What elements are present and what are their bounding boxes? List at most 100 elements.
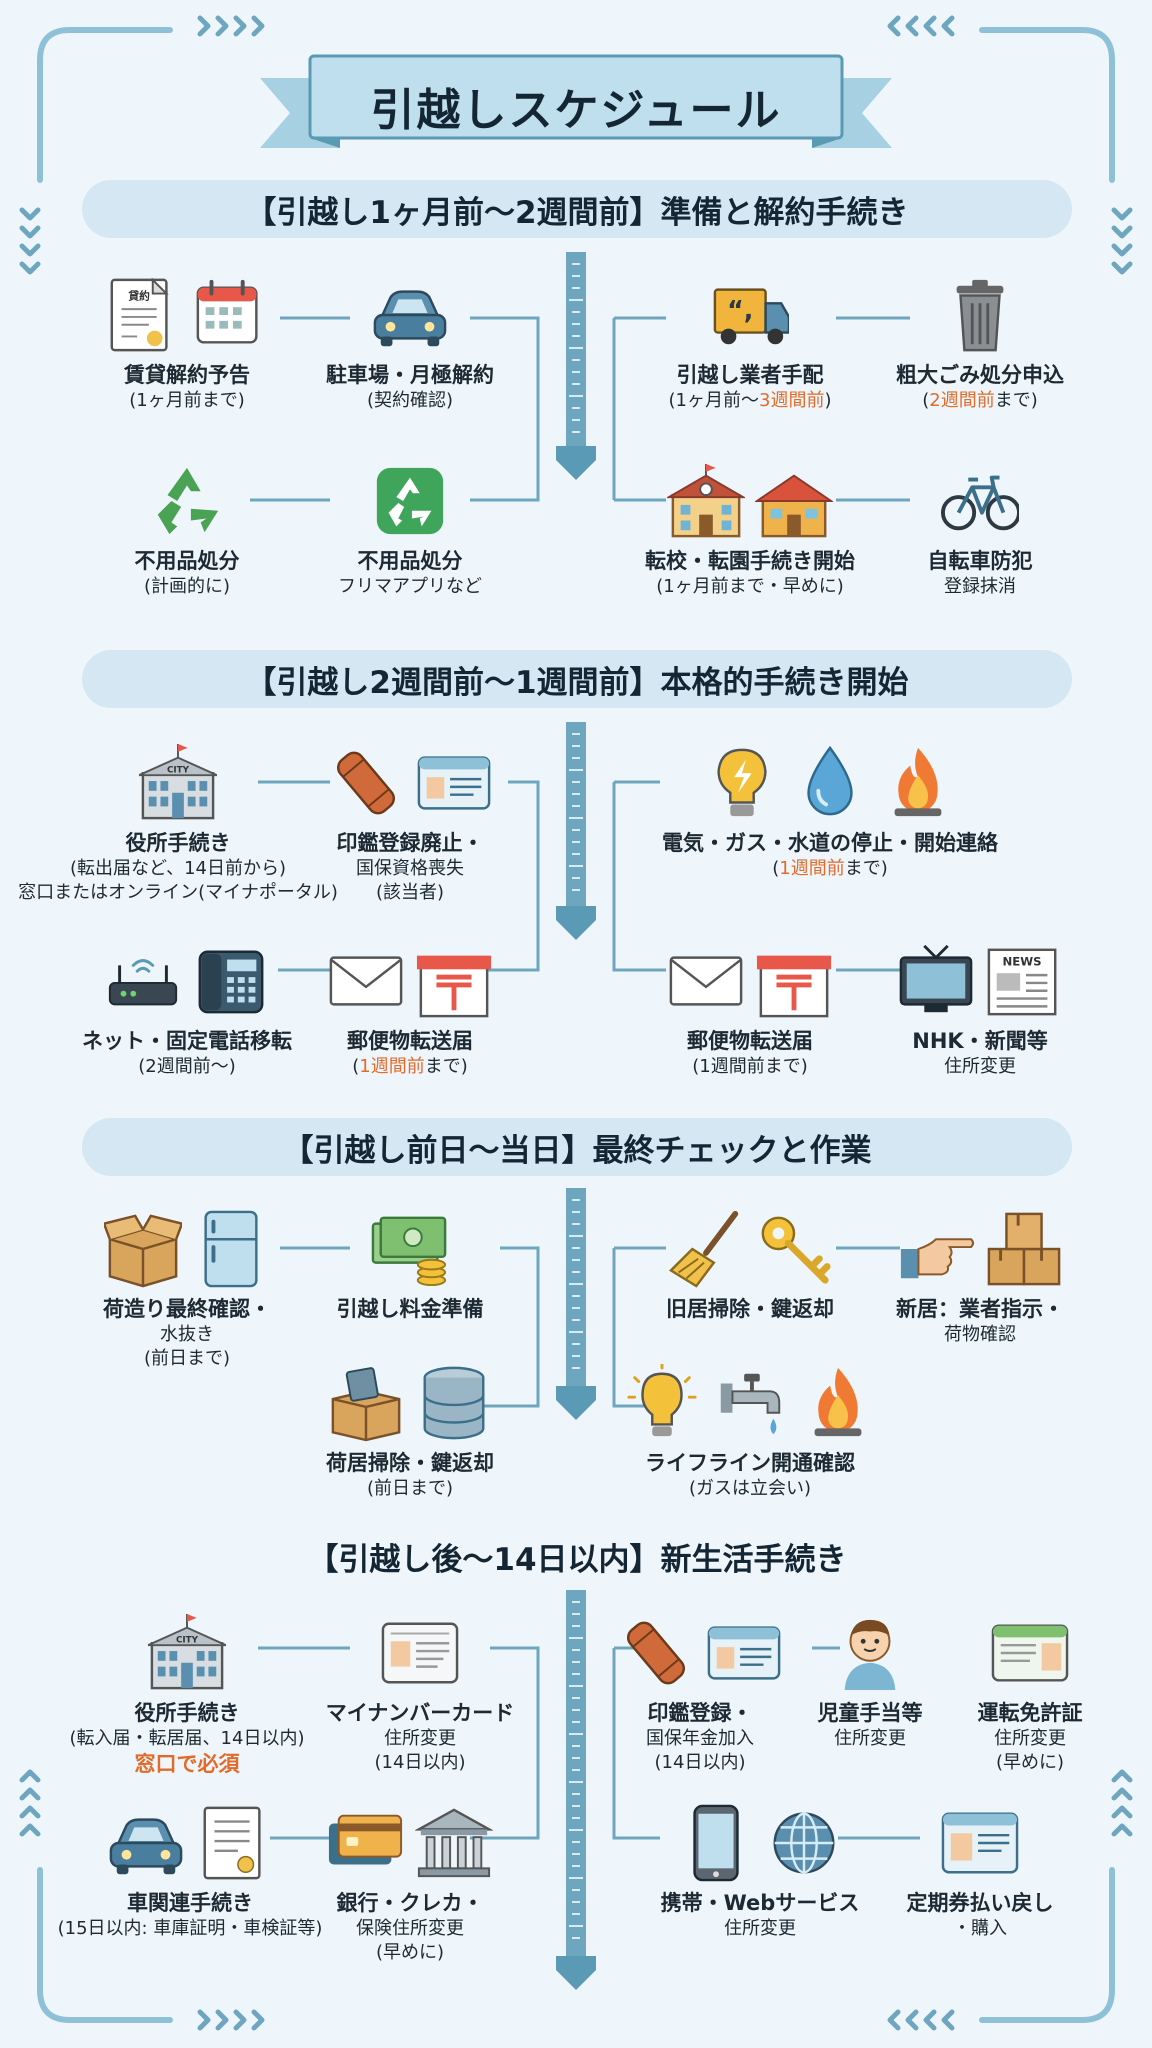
item-bulky-garbage: 粗大ごみ処分申込(2週間前まで) bbox=[850, 262, 1110, 413]
calendar-icon bbox=[196, 279, 258, 344]
item-bicycle-registration: 自転車防犯登録抹消 bbox=[850, 448, 1110, 599]
item-detail: (14日以内) bbox=[654, 1752, 746, 1773]
timeline-arrow-1 bbox=[556, 252, 596, 480]
item-label: 印鑑登録廃止・ bbox=[336, 831, 484, 855]
city-hall-icon: CITY bbox=[148, 1614, 226, 1690]
item-text: 印鑑登録・国保年金加入(14日以内) bbox=[646, 1700, 754, 1775]
item-text: 銀行・クレカ・保険住所変更(早めに) bbox=[337, 1890, 484, 1965]
car-icon bbox=[109, 1818, 183, 1875]
item-label: NHK・新聞等 bbox=[912, 1029, 1048, 1053]
item-detail: (該当者) bbox=[375, 882, 445, 903]
item-label: 不用品処分 bbox=[134, 549, 240, 573]
item-text: 引越し業者手配(1ヶ月前〜3週間前) bbox=[669, 362, 832, 413]
pointing-hand-icon bbox=[900, 1238, 975, 1279]
item-text: ライフライン開通確認(ガスは立会い) bbox=[645, 1450, 855, 1501]
water-drop-icon bbox=[807, 745, 853, 816]
item-label: 引越し料金準備 bbox=[336, 1297, 484, 1321]
item-my-number-card: マイナンバーカード住所変更(14日以内) bbox=[290, 1600, 550, 1775]
car-icon bbox=[373, 290, 447, 347]
section-heading-3: 【引越し前日〜当日】最終チェックと作業 bbox=[82, 1118, 1072, 1176]
item-detail: 窓口またはオンライン(マイナポータル) bbox=[18, 882, 338, 903]
item-mobile-web: 携帯・Webサービス住所変更 bbox=[630, 1790, 890, 1941]
item-detail: (1ヶ月前まで・早めに) bbox=[656, 576, 844, 597]
recycle-app-icon bbox=[376, 467, 444, 535]
item-label: 自転車防犯 bbox=[927, 549, 1033, 573]
item-label: 定期券払い戻し bbox=[906, 1891, 1054, 1915]
item-moving-fee: 引越し料金準備 bbox=[280, 1196, 540, 1323]
item-detail: (計画的に) bbox=[143, 576, 231, 597]
item-detail: 国保資格喪失 bbox=[356, 858, 464, 879]
item-text: 転校・転園手続き開始 (1ヶ月前まで・早めに) bbox=[645, 548, 855, 599]
section-heading-1: 【引越し1ヶ月前〜2週間前】準備と解約手続き bbox=[82, 180, 1072, 238]
smartphone-icon bbox=[693, 1804, 739, 1882]
broom-icon bbox=[668, 1210, 739, 1288]
refrigerator-icon bbox=[204, 1210, 258, 1288]
item-icons bbox=[667, 928, 833, 1020]
item-highlight: 1週間前 bbox=[779, 858, 845, 879]
item-icons: “, bbox=[711, 262, 789, 354]
item-label: 賃貸解約予告 bbox=[124, 363, 250, 387]
seal-stamp-icon bbox=[337, 751, 395, 815]
item-detail: (契約確認) bbox=[366, 390, 454, 411]
item-utilities-contact: 電気・ガス・水道の停止・開始連絡 (1週間前まで) bbox=[600, 730, 1060, 881]
item-icons bbox=[381, 1600, 459, 1692]
item-label: 旧居掃除・鍵返却 bbox=[666, 1297, 834, 1321]
item-text: 定期券払い戻し・購入 bbox=[907, 1890, 1054, 1941]
item-icons bbox=[371, 1196, 449, 1288]
my-number-card-icon bbox=[381, 1622, 459, 1684]
item-detail: 住所変更 bbox=[944, 1056, 1016, 1077]
timeline-arrow-3 bbox=[556, 1188, 596, 1420]
item-commuter-pass: 定期券払い戻し・購入 bbox=[850, 1790, 1110, 1941]
cash-coins-icon bbox=[371, 1216, 447, 1287]
item-bank-card-insurance: 銀行・クレカ・保険住所変更(早めに) bbox=[280, 1790, 540, 1965]
item-text: 運転免許証住所変更(早めに) bbox=[978, 1700, 1083, 1775]
item-detail: (早めに) bbox=[375, 1942, 445, 1963]
svg-text:CITY: CITY bbox=[167, 765, 190, 775]
storage-tank-icon bbox=[423, 1366, 485, 1440]
item-icons bbox=[941, 448, 1019, 540]
item-seal-pension: 印鑑登録・国保年金加入(14日以内) bbox=[600, 1600, 800, 1775]
contract-document-icon: 貸約 bbox=[110, 277, 169, 352]
item-detail: (1ヶ月前〜3週間前) bbox=[668, 390, 832, 411]
item-mail-forwarding-1: 郵便物転送届(1週間前まで) bbox=[280, 928, 540, 1079]
item-icons bbox=[831, 1600, 909, 1692]
item-detail: (1ヶ月前まで) bbox=[129, 390, 245, 411]
item-text: 賃貸解約予告 (1ヶ月前まで) bbox=[124, 362, 250, 413]
item-detail: (ガスは立会い) bbox=[688, 1478, 812, 1499]
item-parking-cancellation: 駐車場・月極解約(契約確認) bbox=[280, 262, 540, 413]
item-icons bbox=[617, 1600, 783, 1692]
item-text: 郵便物転送届(1週間前まで) bbox=[347, 1028, 473, 1079]
item-highlight: 2週間前 bbox=[929, 390, 995, 411]
item-label: 携帯・Webサービス bbox=[660, 1891, 860, 1915]
item-mail-forwarding-2: 郵便物転送届(1週間前まで) bbox=[620, 928, 880, 1079]
item-label: 転校・転園手続き開始 bbox=[645, 549, 855, 573]
item-icons bbox=[107, 1790, 273, 1882]
bicycle-icon bbox=[941, 475, 1019, 531]
insurance-card-icon bbox=[707, 1626, 781, 1680]
light-bulb-icon bbox=[627, 1364, 697, 1437]
item-icons bbox=[371, 448, 449, 540]
item-icons bbox=[991, 1600, 1069, 1692]
item-label: 新居：業者指示・ bbox=[896, 1297, 1064, 1321]
item-icons bbox=[371, 262, 449, 354]
item-highlight: 3週間前 bbox=[759, 390, 825, 411]
svg-text:CITY: CITY bbox=[176, 1635, 199, 1645]
item-detail: 登録抹消 bbox=[944, 576, 1016, 597]
item-detail: (1週間前まで) bbox=[772, 858, 888, 879]
item-icons bbox=[327, 730, 493, 822]
item-detail: (2週間前まで) bbox=[922, 390, 1038, 411]
gas-flame-icon bbox=[894, 747, 942, 817]
item-label: 銀行・クレカ・ bbox=[336, 1891, 484, 1915]
item-text: 郵便物転送届(1週間前まで) bbox=[687, 1028, 813, 1079]
item-label: 電気・ガス・水道の停止・開始連絡 bbox=[662, 831, 998, 855]
page-title: 引越しスケジュール bbox=[370, 85, 782, 136]
timeline-arrow-4 bbox=[556, 1590, 596, 1990]
item-label: マイナンバーカード bbox=[325, 1701, 515, 1725]
item-detail: 荷物確認 bbox=[944, 1324, 1016, 1345]
item-detail: (前日まで) bbox=[366, 1478, 454, 1499]
item-label: 役所手続き bbox=[134, 1701, 240, 1725]
item-new-home-instruction: 新居：業者指示・荷物確認 bbox=[850, 1196, 1110, 1347]
item-label: 運転免許証 bbox=[977, 1701, 1083, 1725]
item-label: ネット・固定電話移転 bbox=[82, 1029, 292, 1053]
item-detail: (早めに) bbox=[995, 1752, 1065, 1773]
